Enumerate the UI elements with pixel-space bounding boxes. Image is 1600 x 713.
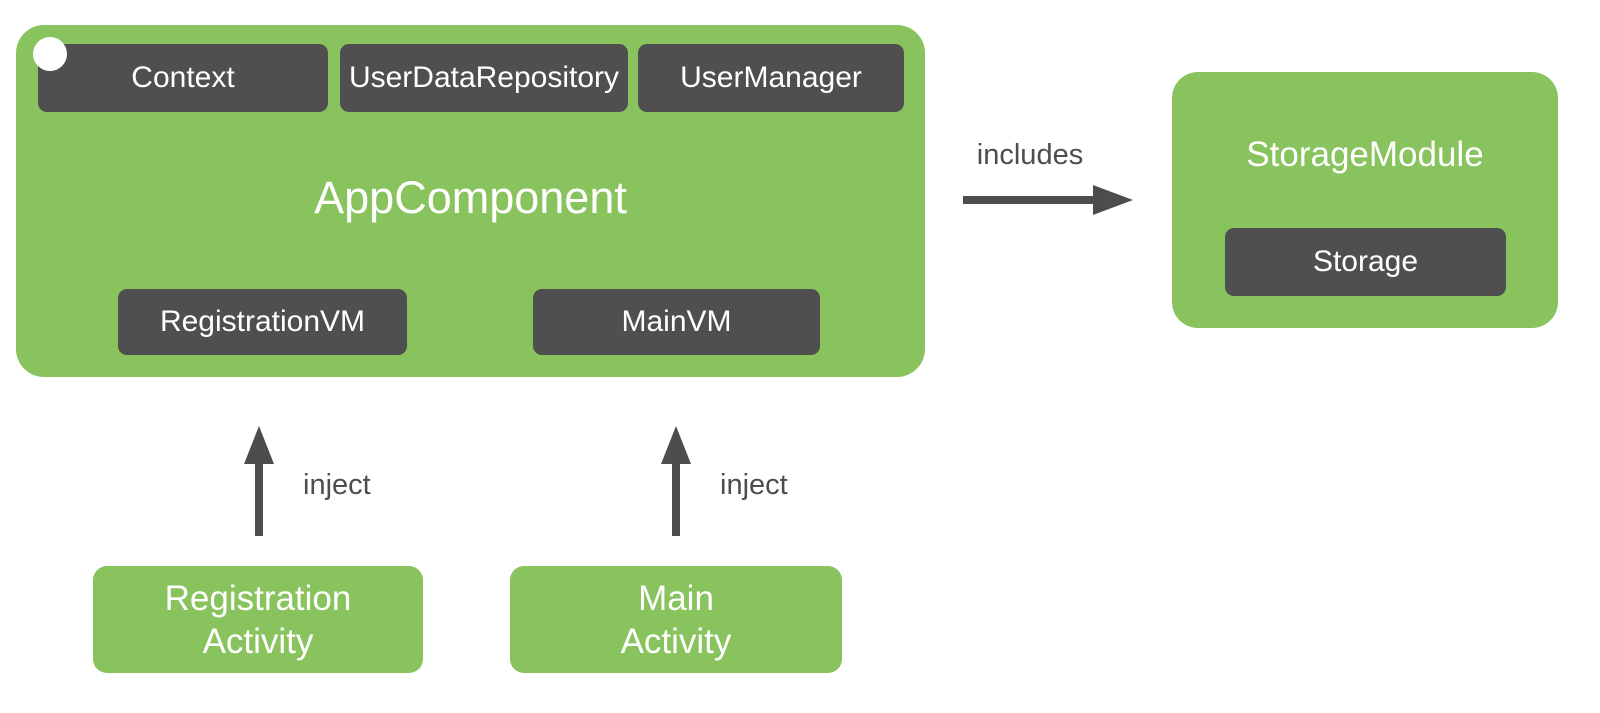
activity-label-line2: Activity	[202, 621, 314, 661]
scope-indicator-dot	[33, 37, 67, 71]
viewmodel-box-mainvm: MainVM	[533, 289, 820, 355]
viewmodel-box-registrationvm: RegistrationVM	[118, 289, 407, 355]
activity-box-main: Main Activity	[510, 566, 842, 673]
provided-type-box-userdatarepository: UserDataRepository	[340, 44, 628, 112]
includes-arrow	[963, 185, 1133, 215]
provided-type-label: UserDataRepository	[348, 61, 620, 94]
activity-box-registration: Registration Activity	[93, 566, 423, 673]
provided-type-box-storage: Storage	[1225, 228, 1506, 296]
inject-arrow-main	[661, 426, 691, 536]
includes-edge-label: includes	[976, 139, 1084, 171]
viewmodel-label: MainVM	[621, 305, 732, 338]
inject-arrow-registration	[244, 426, 274, 536]
inject-edge-label-registration: inject	[303, 469, 371, 501]
app-component-box: Context UserDataRepository UserManager A…	[16, 25, 925, 377]
app-component-title: AppComponent	[314, 172, 627, 223]
provided-type-label: Storage	[1312, 245, 1419, 278]
provided-type-label: UserManager	[680, 61, 862, 94]
activity-label-line1: Registration	[164, 578, 352, 618]
viewmodel-label: RegistrationVM	[159, 305, 366, 338]
activity-label-line1: Main	[638, 578, 714, 618]
inject-edge-label-main: inject	[720, 469, 788, 501]
provided-type-label: Context	[131, 61, 235, 94]
provided-type-box-context: Context	[38, 44, 328, 112]
provided-type-box-usermanager: UserManager	[638, 44, 904, 112]
storage-module-box: StorageModule Storage	[1172, 72, 1558, 328]
storage-module-title: StorageModule	[1246, 135, 1484, 174]
activity-label-line2: Activity	[620, 621, 732, 661]
